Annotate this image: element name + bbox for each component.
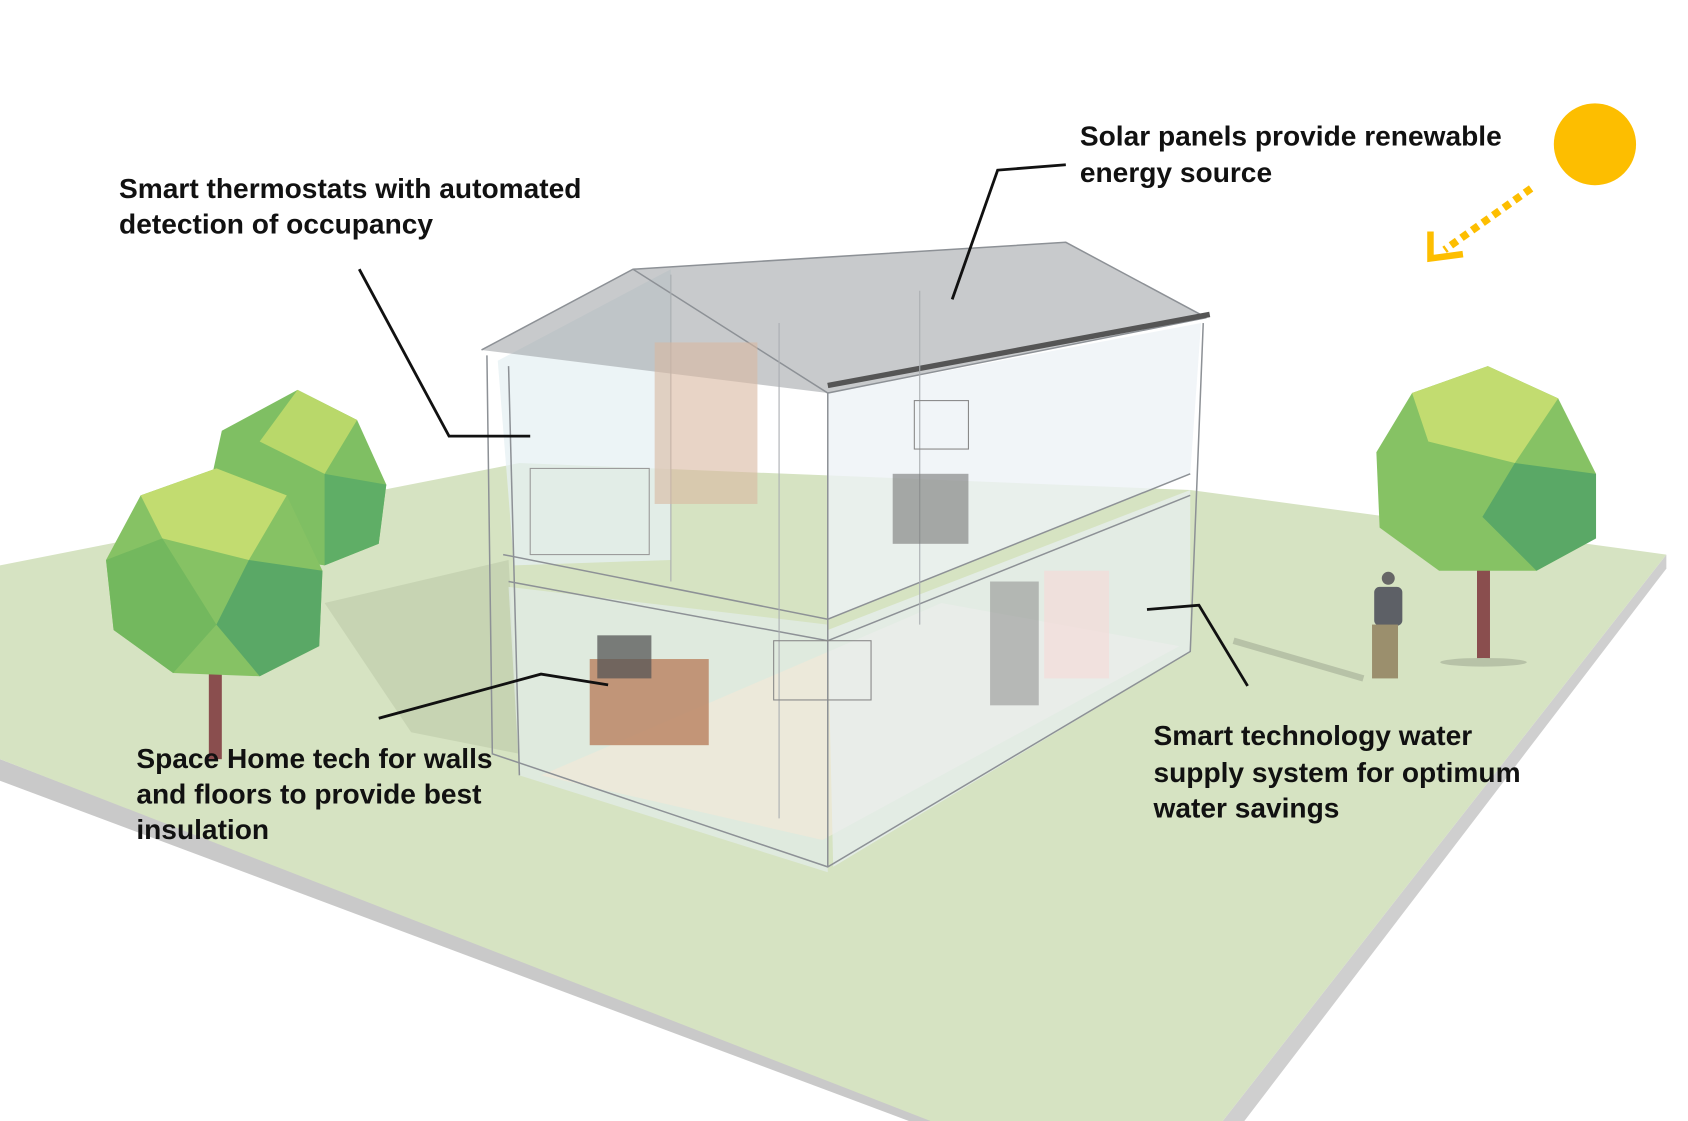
label-line: detection of occupancy	[119, 209, 433, 240]
kitchen-unit	[1044, 570, 1110, 679]
cabinet	[892, 473, 969, 544]
sun-icon	[1553, 103, 1637, 186]
leader-line-solar	[950, 163, 1066, 300]
tree-front-left	[106, 468, 323, 760]
house-shadow	[324, 559, 520, 754]
label-line: Space Home tech for walls	[136, 743, 492, 774]
house-wireframe	[481, 241, 1211, 873]
person-shadow	[1232, 637, 1365, 682]
leader-line-water	[1146, 603, 1249, 687]
label-line: water savings	[1152, 792, 1339, 823]
label-insulation: Space Home tech for walls and floors to …	[136, 743, 500, 845]
leader-line-insulation	[378, 672, 609, 720]
label-line: insulation	[136, 814, 269, 845]
label-solar: Solar panels provide renewable energy so…	[1080, 120, 1510, 188]
person-figure	[1372, 571, 1403, 679]
tv	[597, 635, 652, 679]
sofa	[773, 640, 872, 701]
label-line: energy source	[1080, 157, 1272, 188]
bed	[529, 467, 650, 556]
door	[990, 581, 1039, 706]
sunlight-arrow-icon	[1427, 185, 1534, 263]
label-line: supply system for optimum	[1153, 757, 1520, 788]
bath-mirror	[913, 400, 969, 450]
label-line: Solar panels provide renewable	[1080, 120, 1502, 151]
label-line: and floors to provide best	[136, 778, 481, 809]
label-line: Smart thermostats with automated	[119, 173, 581, 204]
leader-line-thermostat	[358, 268, 531, 438]
bookshelf	[654, 342, 758, 504]
tree-right	[1376, 366, 1597, 667]
label-line: Smart technology water	[1153, 720, 1472, 751]
label-water: Smart technology water supply system for…	[1152, 720, 1528, 823]
label-thermostat: Smart thermostats with automated detecti…	[119, 173, 589, 239]
